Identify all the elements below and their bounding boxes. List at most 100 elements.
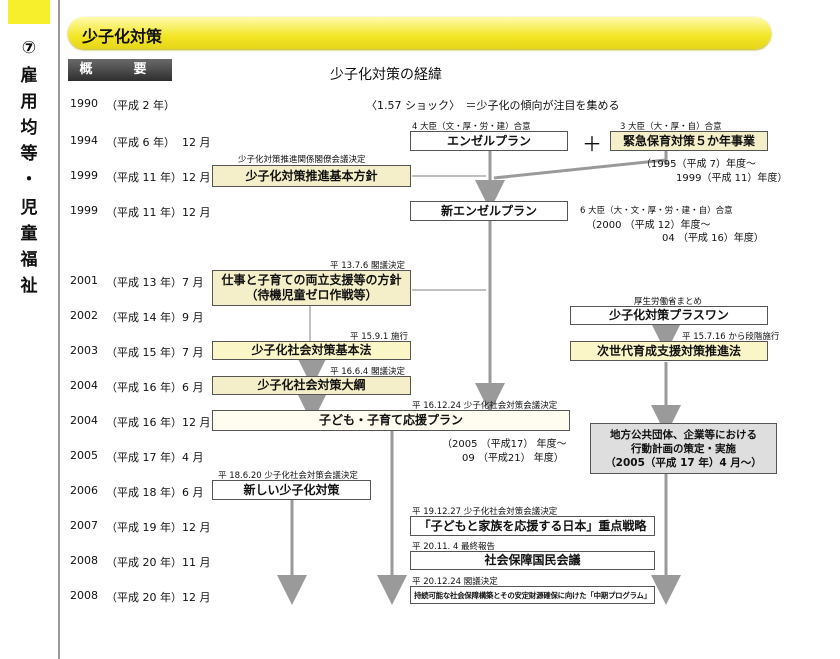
sidebar-char: 用	[20, 92, 38, 112]
timeline-era: （平成 13 年）	[106, 276, 182, 289]
timeline-month: 12 月	[182, 171, 211, 184]
timeline-month: 7 月	[182, 346, 204, 359]
chiho-line3: （2005（平成 17 年）4 月〜）	[605, 456, 762, 469]
nihon-strategy-box: 「子どもと家族を応援する日本」重点戦略	[410, 516, 655, 536]
ryoritsu-caption: 平 13.7.6 閣議決定	[330, 261, 405, 271]
new-angel-period-end: 04 （平成 16）年度）	[662, 233, 764, 244]
sidebar-char: 祉	[20, 276, 38, 296]
taikou-caption: 平 16.6.4 閣議決定	[330, 367, 405, 377]
timeline-era: （平成 2 年）	[106, 99, 175, 112]
timeline-month: 12 月	[182, 206, 211, 219]
taikou-box: 少子化社会対策大綱	[212, 376, 411, 395]
new-angel-caption: 6 大臣（大・文・厚・労・建・自）合意	[580, 206, 733, 216]
hoiku-period-start: （1995（平成 7）年度〜	[641, 159, 756, 170]
timeline-era: （平成 20 年）	[106, 591, 182, 604]
angel-plan-box: エンゼルプラン	[410, 131, 568, 151]
kihon-houshin-caption: 少子化対策推進関係閣僚会議決定	[238, 155, 366, 165]
page-title-bar: 少子化対策	[68, 17, 771, 49]
chiho-line2: 行動計画の策定・実施	[631, 442, 736, 455]
jisedai-caption: 平 15.7.16 から段階施行	[682, 332, 780, 342]
timeline-month: 7 月	[182, 276, 204, 289]
kodomo-plan-box: 子ども・子育て応援プラン	[212, 410, 570, 431]
timeline-year: 2004	[70, 379, 98, 392]
hoiku-caption: 3 大臣（大・厚・自）合意	[620, 122, 722, 132]
timeline-year: 1994	[70, 134, 98, 147]
timeline-month: 6 月	[182, 486, 204, 499]
timeline-year: 1990	[70, 97, 98, 110]
section-number-badge: ⑦	[21, 38, 37, 58]
chiho-line1: 地方公共団体、企業等における	[610, 428, 757, 441]
chuki-program-box: 持続可能な社会保障構築とその安定財源確保に向けた「中期プログラム」	[410, 586, 655, 604]
sidebar-char: 等	[20, 144, 38, 164]
shock-note: 〈1.57 ショック〉 ＝少子化の傾向が注目を集める	[366, 99, 620, 112]
timeline-year: 1999	[70, 169, 98, 182]
timeline-era: （平成 11 年）	[106, 171, 182, 184]
sidebar-char: 福	[20, 250, 38, 270]
timeline-era: （平成 16 年）	[106, 381, 182, 394]
sidebar-char: 雇	[20, 66, 38, 86]
new-angel-plan-box: 新エンゼルプラン	[410, 201, 568, 221]
sidebar: ⑦ 雇 用 均 等 ・ 児 童 福 祉	[0, 0, 60, 659]
timeline-month: 12 月	[182, 521, 211, 534]
atarashii-caption: 平 18.6.20 少子化社会対策会議決定	[218, 471, 358, 481]
kodomo-plan-caption: 平 16.12.24 少子化社会対策会議決定	[412, 401, 558, 411]
timeline-year: 2003	[70, 344, 98, 357]
timeline-era: （平成 18 年）	[106, 486, 182, 499]
timeline-era: （平成 6 年）	[106, 136, 175, 149]
kihonhou-caption: 平 15.9.1 施行	[350, 332, 408, 342]
plus-sign: ＋	[582, 132, 602, 156]
timeline-year: 2001	[70, 274, 98, 287]
timeline-year: 2002	[70, 309, 98, 322]
ryoritsu-line1: 仕事と子育ての両立支援等の方針	[221, 273, 402, 287]
page-title: 少子化対策	[82, 27, 163, 46]
kokumin-box: 社会保障国民会議	[410, 551, 655, 570]
line-hoiku-join	[493, 158, 667, 180]
sidebar-char: 児	[20, 198, 38, 218]
section-label: 概 要	[68, 59, 172, 81]
diagram-title: 少子化対策の経緯	[330, 67, 442, 83]
timeline-era: （平成 15 年）	[106, 346, 182, 359]
nihon-caption: 平 19.12.27 少子化社会対策会議決定	[412, 507, 558, 517]
hoiku-period-end: 1999（平成 11）年度）	[676, 173, 788, 184]
timeline-era: （平成 14 年）	[106, 311, 182, 324]
kokumin-caption: 平 20.11. 4 最終報告	[412, 542, 496, 552]
timeline-era: （平成 11 年）	[106, 206, 182, 219]
timeline-era: （平成 16 年）	[106, 416, 182, 429]
timeline-month: 6 月	[182, 381, 204, 394]
timeline-era: （平成 20 年）	[106, 556, 182, 569]
timeline-year: 2004	[70, 414, 98, 427]
sidebar-char: 均	[20, 118, 38, 138]
timeline-month: 4 月	[182, 451, 204, 464]
ryoritsu-box: 仕事と子育ての両立支援等の方針 （待機児童ゼロ作戦等）	[212, 270, 411, 306]
timeline-year: 2007	[70, 519, 98, 532]
angel-plan-caption: 4 大臣（文・厚・労・建）合意	[412, 122, 531, 132]
corner-tab	[8, 0, 50, 24]
timeline-year: 2008	[70, 589, 98, 602]
sidebar-char: 童	[20, 224, 38, 244]
timeline-year: 1999	[70, 204, 98, 217]
timeline-month: 9 月	[182, 311, 204, 324]
kihon-houshin-box: 少子化対策推進基本方針	[212, 165, 411, 187]
plus-one-caption: 厚生労働省まとめ	[634, 297, 703, 307]
timeline-year: 2005	[70, 449, 98, 462]
chuki-caption: 平 20.12.24 閣議決定	[412, 577, 498, 587]
chiho-box: 地方公共団体、企業等における 行動計画の策定・実施 （2005（平成 17 年）…	[590, 423, 777, 474]
timeline-month: 11 月	[182, 556, 211, 569]
timeline-month: 12 月	[182, 136, 211, 149]
timeline-era: （平成 17 年）	[106, 451, 182, 464]
jisedai-box: 次世代育成支援対策推進法	[570, 341, 768, 361]
kodomo-period-end: 09 （平成21） 年度）	[462, 453, 564, 464]
timeline-month: 12 月	[182, 416, 211, 429]
timeline-month: 12 月	[182, 591, 211, 604]
timeline-year: 2008	[70, 554, 98, 567]
timeline-year: 2006	[70, 484, 98, 497]
timeline-era: （平成 19 年）	[106, 521, 182, 534]
hoiku-box: 緊急保育対策５か年事業	[610, 131, 768, 151]
atarashii-box: 新しい少子化対策	[212, 480, 371, 500]
ryoritsu-line2: （待機児童ゼロ作戦等）	[245, 288, 378, 302]
kodomo-period-start: （2005 （平成17） 年度〜	[442, 439, 567, 450]
new-angel-period-start: （2000 （平成 12）年度〜	[586, 220, 711, 231]
kihonhou-box: 少子化社会対策基本法	[212, 341, 411, 360]
sidebar-char: ・	[20, 170, 38, 190]
